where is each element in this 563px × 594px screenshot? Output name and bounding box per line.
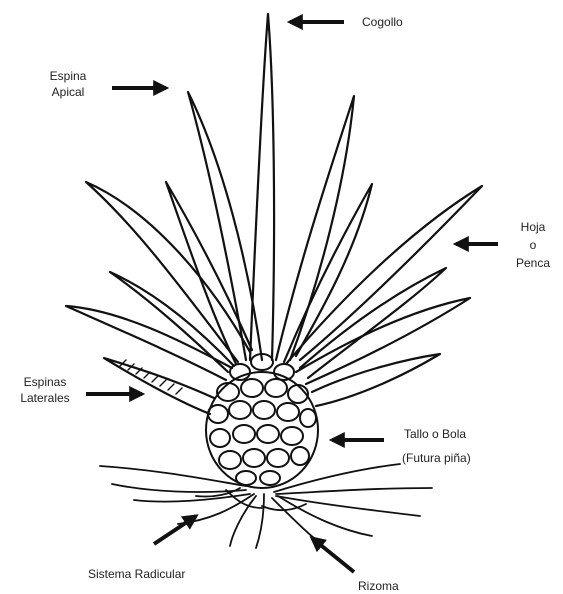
leaf-right-base [312, 354, 440, 406]
leaf-left-lower [66, 306, 232, 380]
label-espinas-laterales: Espinas Laterales [12, 374, 78, 406]
label-espina-apical-line1: Espina [40, 68, 96, 84]
label-espina-apical-line2: Apical [40, 84, 96, 100]
leaf-right-outer [286, 186, 482, 364]
label-espina-apical: Espina Apical [40, 68, 96, 100]
roots [100, 464, 432, 548]
label-rizoma: Rizoma [358, 578, 399, 594]
label-hoja-line1: Hoja [510, 218, 556, 236]
leaf-left-inner [166, 182, 252, 364]
label-espinas-laterales-line2: Laterales [12, 390, 78, 406]
arrow-sistema-radicular [154, 516, 196, 544]
label-tallo-sub: (Futura piña) [402, 450, 471, 466]
label-sistema-radicular: Sistema Radicular [88, 566, 185, 582]
stem-ball [206, 354, 318, 488]
label-espinas-laterales-line1: Espinas [12, 374, 78, 390]
label-cogollo: Cogollo [362, 14, 403, 30]
leaf-left-mid [110, 272, 234, 372]
label-hoja-line3: Penca [510, 254, 556, 272]
arrow-rizoma [312, 538, 354, 572]
label-hoja-line2: o [510, 236, 556, 254]
label-tallo: Tallo o Bola [404, 426, 466, 442]
label-hoja: Hoja o Penca [510, 218, 556, 272]
